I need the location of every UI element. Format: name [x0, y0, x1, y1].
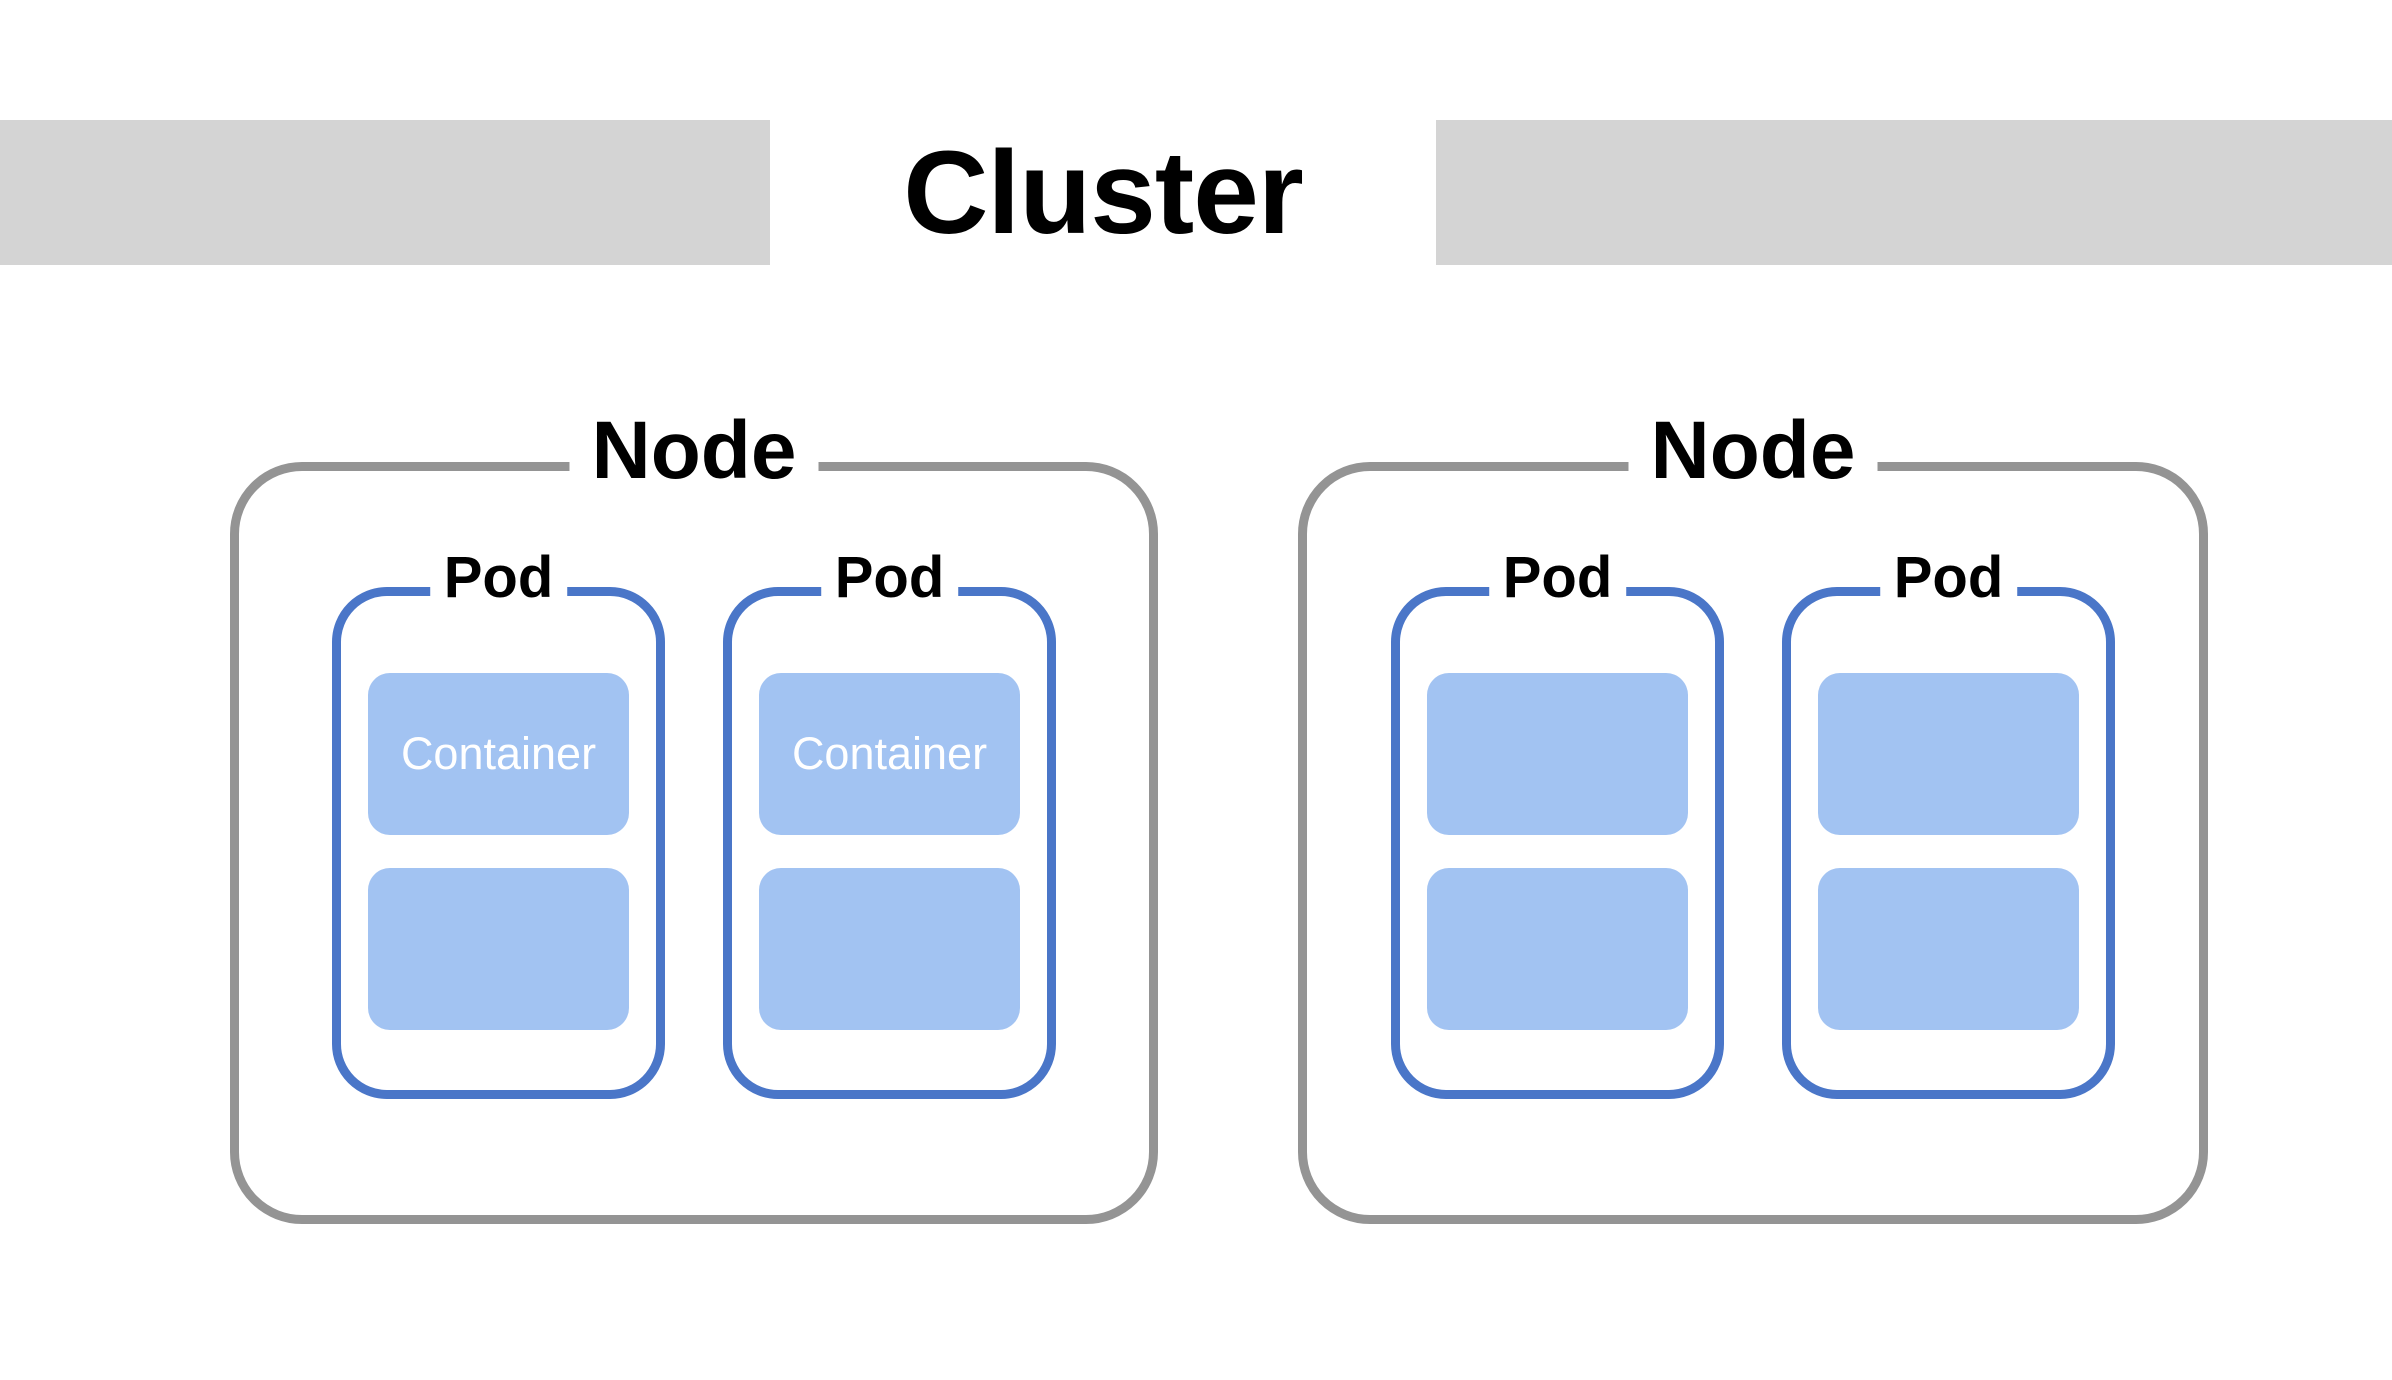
node-1-pod-1[interactable]: Pod Container	[332, 549, 665, 1099]
cluster-band-left	[0, 120, 770, 265]
node-1-pod-2-containers: Container	[723, 587, 1056, 1099]
node-2-pod-2-label: Pod	[1879, 549, 2018, 607]
node-1-pod-1-containers: Container	[332, 587, 665, 1099]
node-1-pod-2-label: Pod	[820, 549, 959, 607]
cluster-title: Cluster	[770, 120, 1436, 265]
node-2-pod-1-container-1[interactable]	[1427, 672, 1688, 835]
node-1-label: Node	[569, 410, 819, 492]
node-1-pod-2-container-1[interactable]: Container	[759, 672, 1020, 835]
cluster-band-right	[1436, 120, 2392, 265]
node-2-pod-1-containers	[1391, 587, 1724, 1099]
node-2-pod-1-label: Pod	[1488, 549, 1627, 607]
node-2-pod-2-containers	[1782, 587, 2115, 1099]
node-1-pod-2[interactable]: Pod Container	[723, 549, 1056, 1099]
node-1-pods: Pod Container Pod Container	[230, 462, 1158, 1224]
node-1[interactable]: Node Pod Container Pod	[230, 410, 1158, 1224]
node-1-pod-1-container-1[interactable]: Container	[368, 672, 629, 835]
node-2-pod-2-container-2[interactable]	[1818, 867, 2079, 1030]
node-1-pod-1-container-2[interactable]	[368, 867, 629, 1030]
node-2-pods: Pod Pod	[1298, 462, 2208, 1224]
node-2-pod-1[interactable]: Pod	[1391, 549, 1724, 1099]
node-1-pod-2-container-2[interactable]	[759, 867, 1020, 1030]
node-2-pod-2[interactable]: Pod	[1782, 549, 2115, 1099]
node-2-pod-1-container-2[interactable]	[1427, 867, 1688, 1030]
node-1-pod-1-label: Pod	[429, 549, 568, 607]
node-1-pod-1-container-1-label: Container	[400, 728, 597, 779]
node-2[interactable]: Node Pod Pod	[1298, 410, 2208, 1224]
node-2-pod-2-container-1[interactable]	[1818, 672, 2079, 835]
node-1-pod-2-container-1-label: Container	[791, 728, 988, 779]
node-2-label: Node	[1628, 410, 1878, 492]
cluster-header: Cluster	[0, 120, 2392, 265]
